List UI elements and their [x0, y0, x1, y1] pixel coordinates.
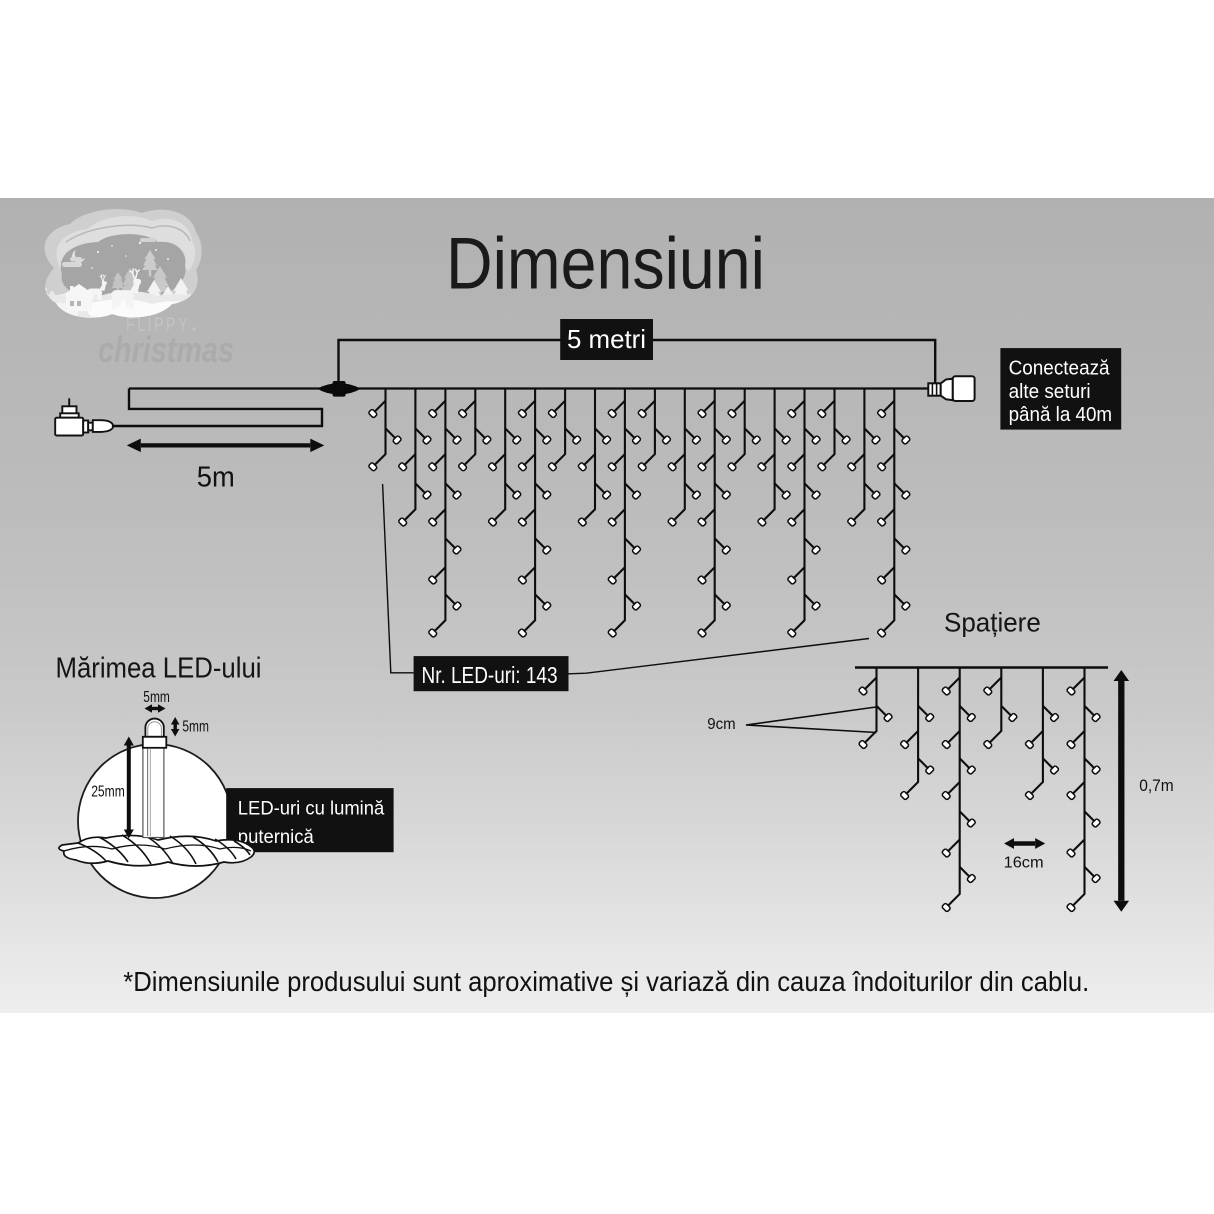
- svg-text:16cm: 16cm: [1004, 854, 1044, 871]
- svg-text:Nr. LED-uri: 143: Nr. LED-uri: 143: [422, 662, 558, 688]
- svg-text:Spațiere: Spațiere: [944, 608, 1041, 638]
- svg-text:Dimensiuni: Dimensiuni: [446, 224, 765, 305]
- svg-text:5 metri: 5 metri: [567, 324, 646, 354]
- svg-text:5mm: 5mm: [182, 719, 209, 736]
- svg-text:Conectează: Conectează: [1009, 358, 1111, 380]
- svg-text:puternică: puternică: [238, 826, 314, 848]
- svg-text:Mărimea LED-ului: Mărimea LED-ului: [56, 653, 262, 685]
- svg-text:25mm: 25mm: [91, 783, 125, 800]
- svg-text:*Dimensiunile produsului sunt: *Dimensiunile produsului sunt aproximati…: [123, 966, 1089, 997]
- svg-text:9cm: 9cm: [707, 716, 735, 733]
- svg-text:FLIPPY: FLIPPY: [126, 315, 190, 336]
- svg-text:5mm: 5mm: [143, 689, 170, 706]
- svg-text:alte seturi: alte seturi: [1009, 381, 1091, 403]
- svg-text:până la 40m: până la 40m: [1009, 404, 1113, 426]
- svg-text:LED-uri cu lumină: LED-uri cu lumină: [238, 798, 385, 820]
- svg-text:5m: 5m: [197, 461, 235, 493]
- svg-text:christmas: christmas: [98, 329, 234, 370]
- svg-text:0,7m: 0,7m: [1139, 776, 1174, 795]
